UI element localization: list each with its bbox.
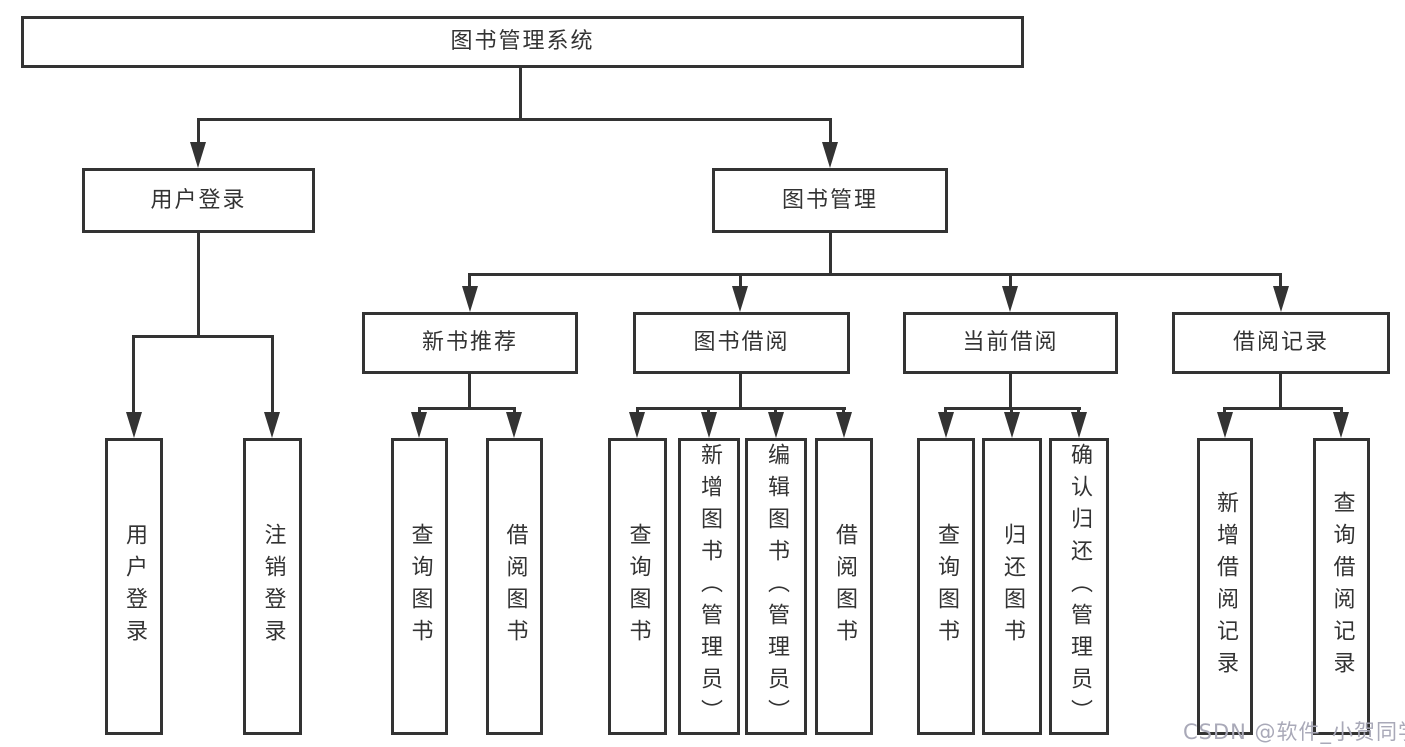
leaf-borrow-books-recommend: 借阅图书 bbox=[486, 438, 543, 735]
connector-h bbox=[468, 273, 1281, 276]
arrowhead-down-icon bbox=[506, 412, 522, 438]
connector-h bbox=[418, 407, 516, 410]
node-book-management-label: 图书管理 bbox=[781, 187, 878, 213]
leaf-query-books-borrow: 查询图书 bbox=[608, 438, 667, 735]
connector-v bbox=[468, 374, 471, 409]
connector-v bbox=[468, 273, 471, 289]
connector-h bbox=[132, 335, 274, 338]
leaf-add-borrow-record-label: 新增借阅记录 bbox=[1213, 490, 1238, 683]
connector-v bbox=[1340, 407, 1343, 415]
connector-v bbox=[1010, 407, 1013, 415]
arrowhead-down-icon bbox=[1217, 412, 1233, 438]
leaf-query-books-recommend: 查询图书 bbox=[391, 438, 448, 735]
node-new-book-recommend-label: 新书推荐 bbox=[421, 330, 518, 355]
arrowhead-down-icon bbox=[462, 286, 478, 312]
connector-h bbox=[197, 118, 832, 121]
leaf-add-borrow-record: 新增借阅记录 bbox=[1197, 438, 1253, 735]
connector-v bbox=[1223, 407, 1226, 415]
arrowhead-down-icon bbox=[768, 412, 784, 438]
connector-v bbox=[132, 335, 135, 414]
connector-v bbox=[197, 233, 200, 337]
connector-v bbox=[1009, 273, 1012, 289]
leaf-logout: 注销登录 bbox=[243, 438, 302, 735]
leaf-add-books-admin-label: 新增图书（管理员） bbox=[697, 442, 722, 731]
leaf-borrow-books-recommend-label: 借阅图书 bbox=[502, 522, 528, 651]
connector-v bbox=[418, 407, 421, 415]
arrowhead-down-icon bbox=[1004, 412, 1020, 438]
leaf-query-books-borrow-label: 查询图书 bbox=[625, 522, 651, 651]
connector-v bbox=[519, 66, 522, 120]
leaf-logout-label: 注销登录 bbox=[260, 522, 286, 651]
node-user-login-label: 用户登录 bbox=[150, 187, 247, 213]
connector-v bbox=[271, 335, 274, 414]
leaf-query-books-recommend-label: 查询图书 bbox=[407, 522, 433, 651]
arrowhead-down-icon bbox=[822, 142, 838, 168]
leaf-confirm-return-admin-label: 确认归还（管理员） bbox=[1067, 442, 1092, 731]
arrowhead-down-icon bbox=[264, 412, 280, 438]
leaf-borrow-books-label: 借阅图书 bbox=[832, 522, 857, 651]
arrowhead-down-icon bbox=[629, 412, 645, 438]
connector-v bbox=[829, 233, 832, 275]
node-current-borrow: 当前借阅 bbox=[903, 312, 1118, 374]
arrowhead-down-icon bbox=[938, 412, 954, 438]
connector-v bbox=[1009, 374, 1012, 409]
connector-v bbox=[1077, 407, 1080, 415]
arrowhead-down-icon bbox=[1002, 286, 1018, 312]
node-new-book-recommend: 新书推荐 bbox=[362, 312, 578, 374]
leaf-edit-books-admin-label: 编辑图书（管理员） bbox=[764, 442, 789, 731]
connector-v bbox=[829, 118, 832, 144]
leaf-add-books-admin: 新增图书（管理员） bbox=[678, 438, 740, 735]
node-root-label: 图书管理系统 bbox=[450, 29, 595, 54]
connector-h bbox=[636, 407, 846, 410]
arrowhead-down-icon bbox=[190, 142, 206, 168]
node-current-borrow-label: 当前借阅 bbox=[962, 330, 1059, 355]
arrowhead-down-icon bbox=[411, 412, 427, 438]
leaf-user-login-label: 用户登录 bbox=[122, 522, 147, 651]
arrowhead-down-icon bbox=[1273, 286, 1289, 312]
arrowhead-down-icon bbox=[126, 412, 142, 438]
arrowhead-down-icon bbox=[701, 412, 717, 438]
leaf-query-borrow-record-label: 查询借阅记录 bbox=[1329, 490, 1355, 683]
arrowhead-down-icon bbox=[1071, 412, 1087, 438]
connector-v bbox=[842, 407, 845, 415]
node-borrow-records-label: 借阅记录 bbox=[1232, 330, 1329, 355]
leaf-user-login: 用户登录 bbox=[105, 438, 163, 735]
leaf-edit-books-admin: 编辑图书（管理员） bbox=[745, 438, 807, 735]
leaf-query-books-current-label: 查询图书 bbox=[934, 522, 959, 651]
connector-v bbox=[774, 407, 777, 415]
connector-v bbox=[1279, 273, 1282, 289]
connector-v bbox=[739, 273, 742, 289]
node-borrow-records: 借阅记录 bbox=[1172, 312, 1390, 374]
node-user-login: 用户登录 bbox=[82, 168, 315, 233]
arrowhead-down-icon bbox=[1333, 412, 1349, 438]
arrowhead-down-icon bbox=[732, 286, 748, 312]
connector-h bbox=[1223, 407, 1343, 410]
node-book-borrow: 图书借阅 bbox=[633, 312, 850, 374]
leaf-confirm-return-admin: 确认归还（管理员） bbox=[1049, 438, 1109, 735]
node-root: 图书管理系统 bbox=[21, 16, 1024, 68]
leaf-borrow-books: 借阅图书 bbox=[815, 438, 873, 735]
connector-v bbox=[1279, 374, 1282, 409]
leaf-query-books-current: 查询图书 bbox=[917, 438, 975, 735]
arrowhead-down-icon bbox=[836, 412, 852, 438]
connector-v bbox=[513, 407, 516, 415]
csdn-watermark-label: CSDN @软件_小贺同学 bbox=[1183, 720, 1405, 744]
connector-v bbox=[944, 407, 947, 415]
connector-v bbox=[707, 407, 710, 415]
node-book-borrow-label: 图书借阅 bbox=[693, 330, 790, 355]
node-book-management: 图书管理 bbox=[712, 168, 948, 233]
leaf-query-borrow-record: 查询借阅记录 bbox=[1313, 438, 1370, 735]
connector-v bbox=[739, 374, 742, 409]
leaf-return-books-label: 归还图书 bbox=[1000, 522, 1025, 651]
connector-v bbox=[197, 118, 200, 144]
leaf-return-books: 归还图书 bbox=[982, 438, 1042, 735]
connector-v bbox=[636, 407, 639, 415]
csdn-watermark: CSDN @软件_小贺同学 bbox=[1183, 716, 1405, 746]
